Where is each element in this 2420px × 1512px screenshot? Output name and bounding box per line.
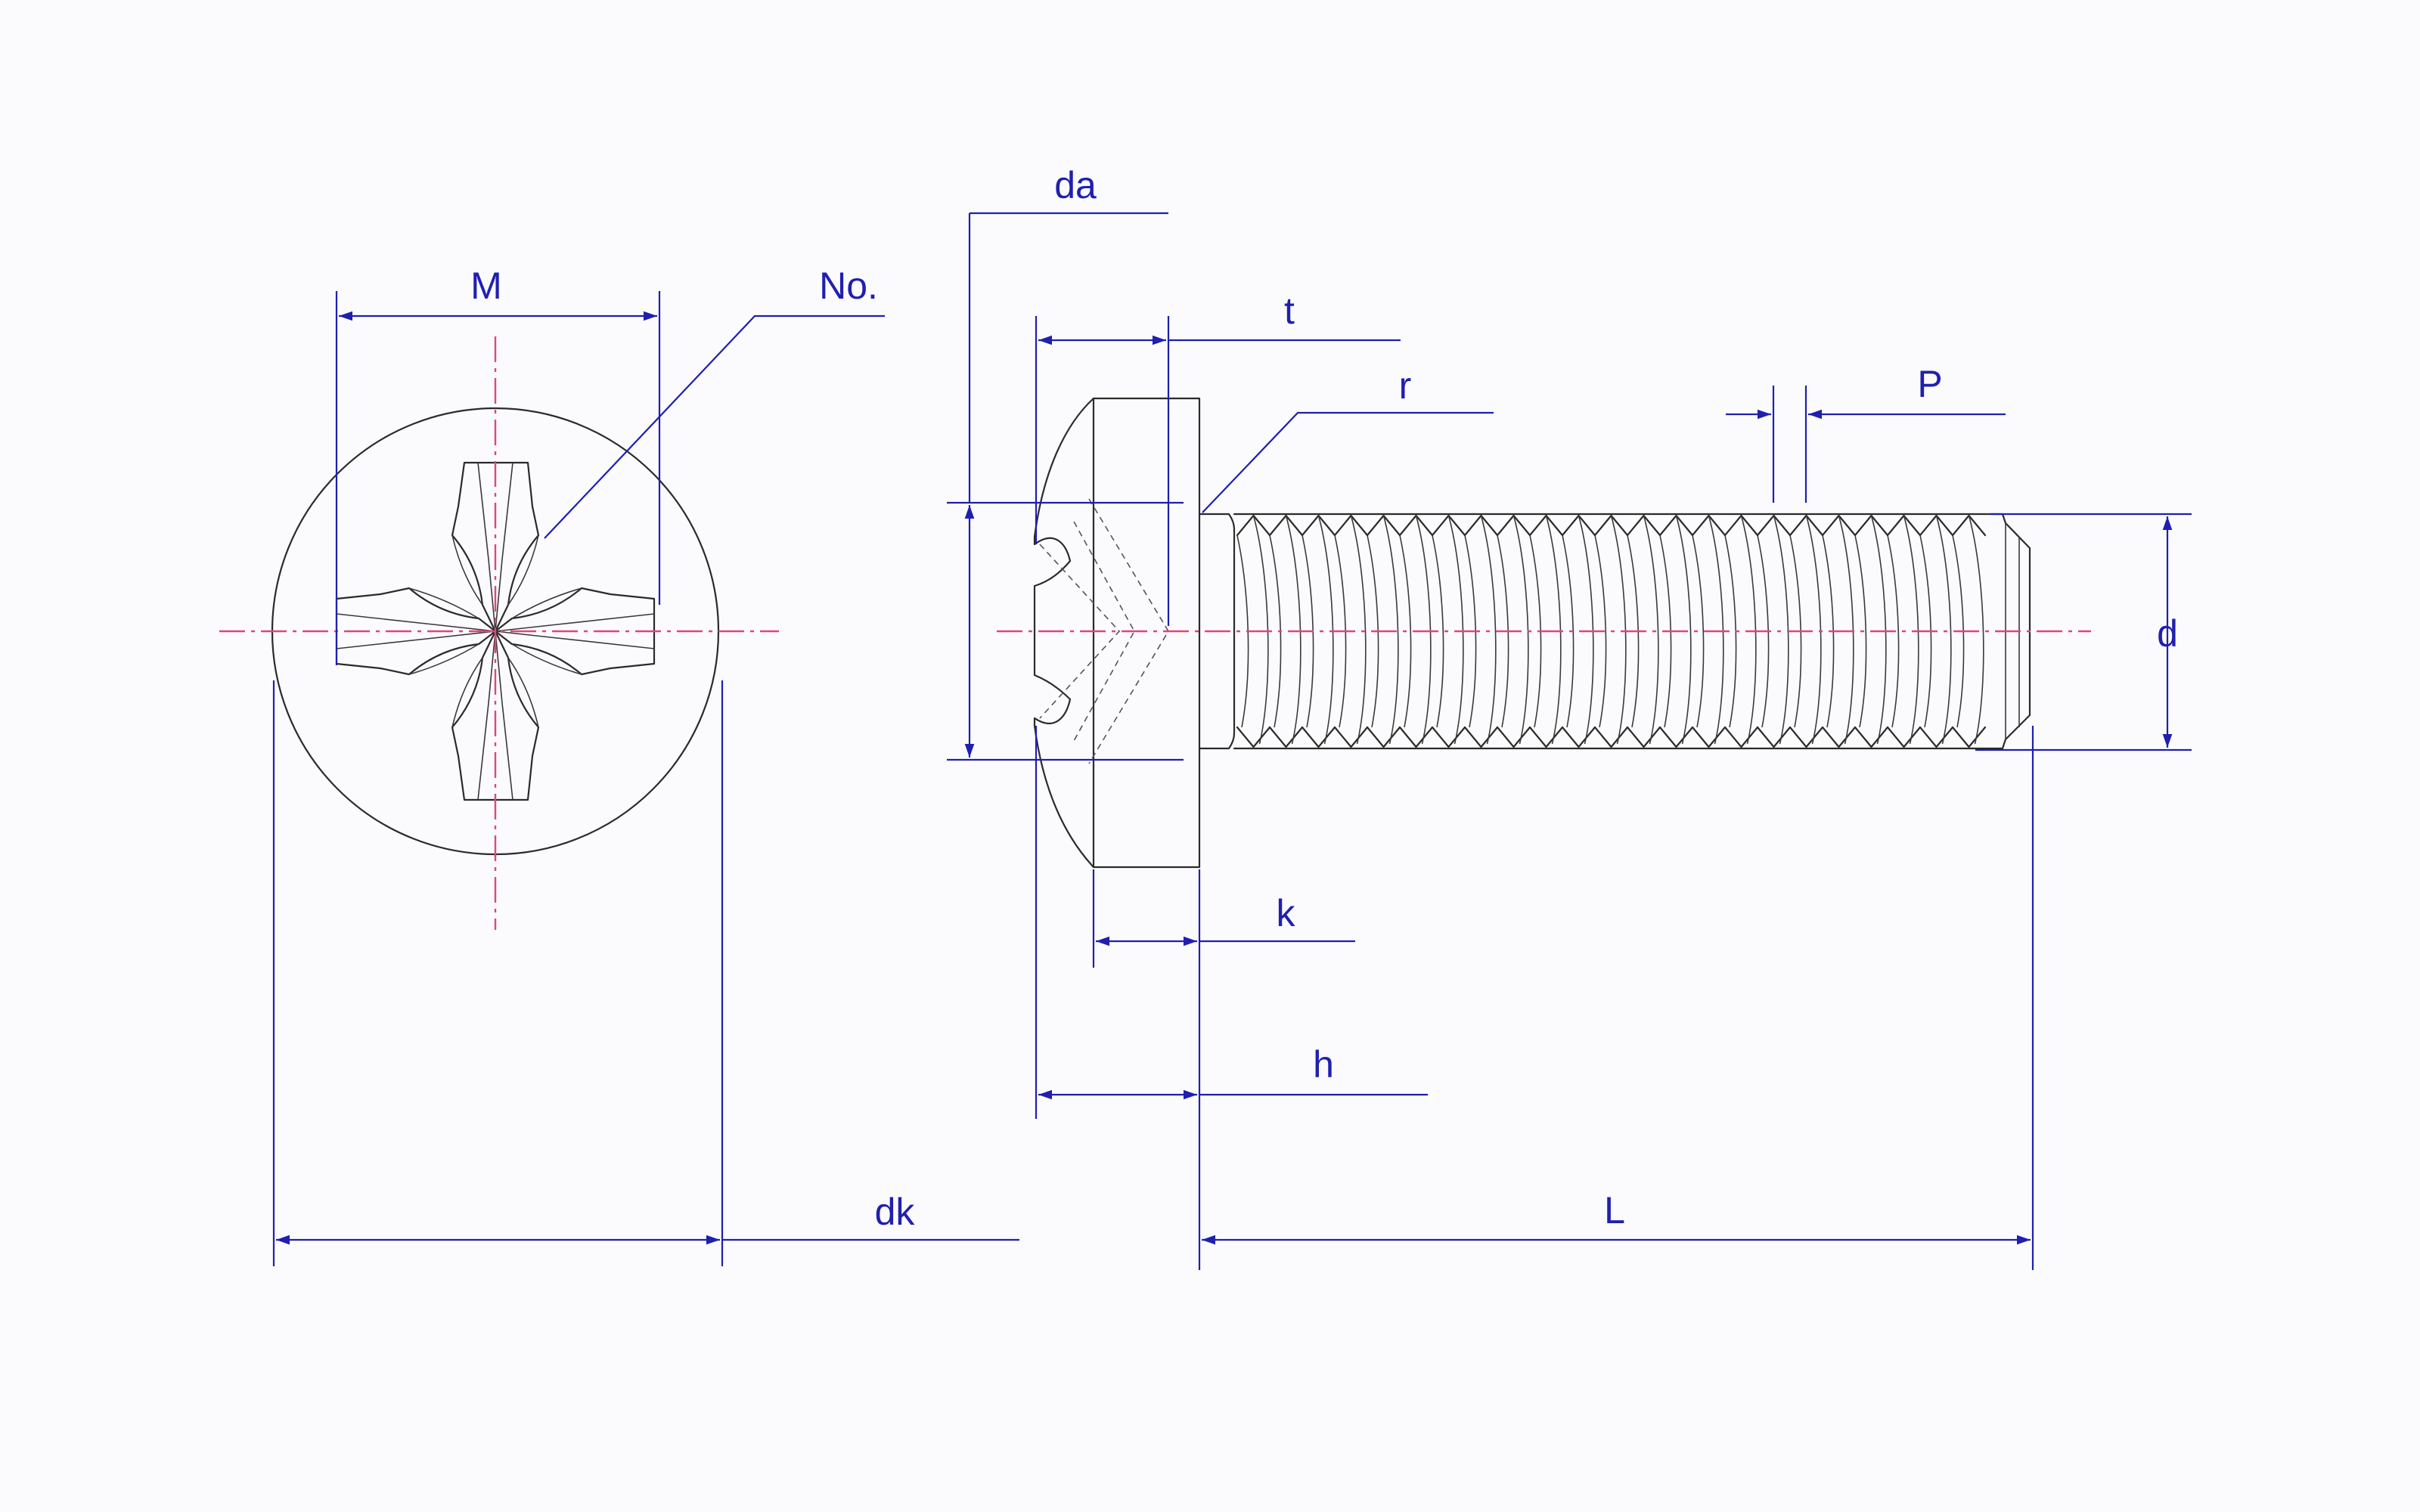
thread-crest-bottom bbox=[1821, 726, 1857, 748]
thread-root-line bbox=[1854, 534, 1867, 728]
thread-crest-top bbox=[1496, 514, 1531, 537]
label-No: No. bbox=[819, 265, 878, 307]
label-da: da bbox=[1054, 164, 1097, 206]
thread-crest-top bbox=[1886, 514, 1922, 537]
thread-root-line bbox=[1399, 534, 1412, 728]
thread-crest-top bbox=[1723, 514, 1759, 537]
thread-crest-bottom bbox=[1333, 726, 1369, 748]
label-k: k bbox=[1277, 892, 1296, 934]
thread-crest-top bbox=[1626, 514, 1661, 537]
thread-crest-bottom bbox=[1236, 726, 1271, 748]
label-P: P bbox=[1917, 363, 1942, 405]
thread-crest-top bbox=[1431, 514, 1466, 537]
thread-helix-line bbox=[1578, 515, 1594, 745]
thread-root-line bbox=[1887, 534, 1900, 728]
thread-crest-top bbox=[1463, 514, 1499, 537]
thread-crest-bottom bbox=[1366, 726, 1401, 748]
thread-crest-top bbox=[1366, 514, 1401, 537]
screw-side-view bbox=[997, 397, 2091, 869]
thread-crest-bottom bbox=[1593, 726, 1629, 748]
thread-crest-bottom bbox=[1691, 726, 1727, 748]
thread-crest-top bbox=[1528, 514, 1564, 537]
thread-crest-top bbox=[1236, 514, 1271, 537]
thread-crest-bottom bbox=[1658, 726, 1694, 748]
thread-crest-top bbox=[1561, 514, 1596, 537]
thread-helix-line bbox=[1675, 515, 1692, 745]
thread-root-line bbox=[1692, 534, 1705, 728]
phillips-recess bbox=[335, 461, 656, 801]
thread-crest-bottom bbox=[1496, 726, 1531, 748]
thread-root-line bbox=[1562, 534, 1575, 728]
thread-crest-top bbox=[1398, 514, 1434, 537]
thread-crest-bottom bbox=[1431, 726, 1466, 748]
thread-crest-top bbox=[1333, 514, 1369, 537]
thread-root-line bbox=[1432, 534, 1444, 728]
thread-crest-top bbox=[1658, 514, 1694, 537]
label-r: r bbox=[1399, 364, 1412, 407]
thread-crest-top bbox=[1821, 514, 1857, 537]
thread-helix-line bbox=[1740, 515, 1757, 745]
thread-helix-line bbox=[1838, 515, 1854, 745]
thread-crest-bottom bbox=[1854, 726, 1889, 748]
thread-crest-top bbox=[1854, 514, 1889, 537]
thread-crest-top bbox=[1951, 514, 1987, 537]
thread-helix-line bbox=[1935, 515, 1952, 745]
thread-helix-line bbox=[1285, 515, 1302, 745]
thread-helix-line bbox=[1382, 515, 1399, 745]
thread-helix-line bbox=[1805, 515, 1822, 745]
thread-helix-line bbox=[1968, 515, 1984, 745]
thread-helix-line bbox=[1773, 515, 1789, 745]
thread-helix-line bbox=[1610, 515, 1627, 745]
label-L: L bbox=[1604, 1189, 1625, 1232]
thread-helix-line bbox=[1252, 515, 1269, 745]
thread-crest-bottom bbox=[1301, 726, 1336, 748]
thread-helix-line bbox=[1870, 515, 1887, 745]
thread-crest-bottom bbox=[1528, 726, 1564, 748]
head-top-view bbox=[219, 336, 779, 930]
dimension-lines bbox=[272, 212, 2192, 1270]
thread-crest-top bbox=[1301, 514, 1336, 537]
label-h: h bbox=[1313, 1043, 1334, 1086]
thread-crest-top bbox=[1919, 514, 1954, 537]
thread-crest-bottom bbox=[1789, 726, 1824, 748]
thread-helix-line bbox=[1415, 515, 1432, 745]
thread-crest-bottom bbox=[1886, 726, 1922, 748]
thread-helix-line bbox=[1350, 515, 1367, 745]
thread-crest-bottom bbox=[1398, 726, 1434, 748]
thread-crest-top bbox=[1268, 514, 1304, 537]
thread-crest-bottom bbox=[1268, 726, 1304, 748]
thread-crest-top bbox=[1593, 514, 1629, 537]
thread-root-line bbox=[1594, 534, 1607, 728]
thread-crest-bottom bbox=[1626, 726, 1661, 748]
thread-helix-line bbox=[1447, 515, 1464, 745]
label-t: t bbox=[1284, 290, 1295, 332]
thread-helix-line bbox=[1317, 515, 1334, 745]
label-M: M bbox=[470, 265, 502, 307]
thread-crest-top bbox=[1756, 514, 1792, 537]
thread-crest-bottom bbox=[1463, 726, 1499, 748]
label-dk: dk bbox=[875, 1191, 916, 1233]
thread-helix-line bbox=[1903, 515, 1919, 745]
thread-helix-line bbox=[1545, 515, 1562, 745]
thread-crest-bottom bbox=[1919, 726, 1954, 748]
dimension-labels: M No. dk da t r P d k h L bbox=[470, 164, 2178, 1233]
thread-crest-top bbox=[1789, 514, 1824, 537]
label-d: d bbox=[2157, 612, 2178, 655]
thread-helix-line bbox=[1480, 515, 1497, 745]
thread-helix-line bbox=[1708, 515, 1724, 745]
thread-crest-bottom bbox=[1723, 726, 1759, 748]
screw-head-profile bbox=[1033, 397, 1236, 869]
thread-helix-line bbox=[1512, 515, 1529, 745]
thread-crest-bottom bbox=[1561, 726, 1596, 748]
thread-helix-line bbox=[1643, 515, 1659, 745]
thread-crest-top bbox=[1691, 514, 1727, 537]
thread-crest-bottom bbox=[1756, 726, 1792, 748]
thread-crest-bottom bbox=[1951, 726, 1987, 748]
